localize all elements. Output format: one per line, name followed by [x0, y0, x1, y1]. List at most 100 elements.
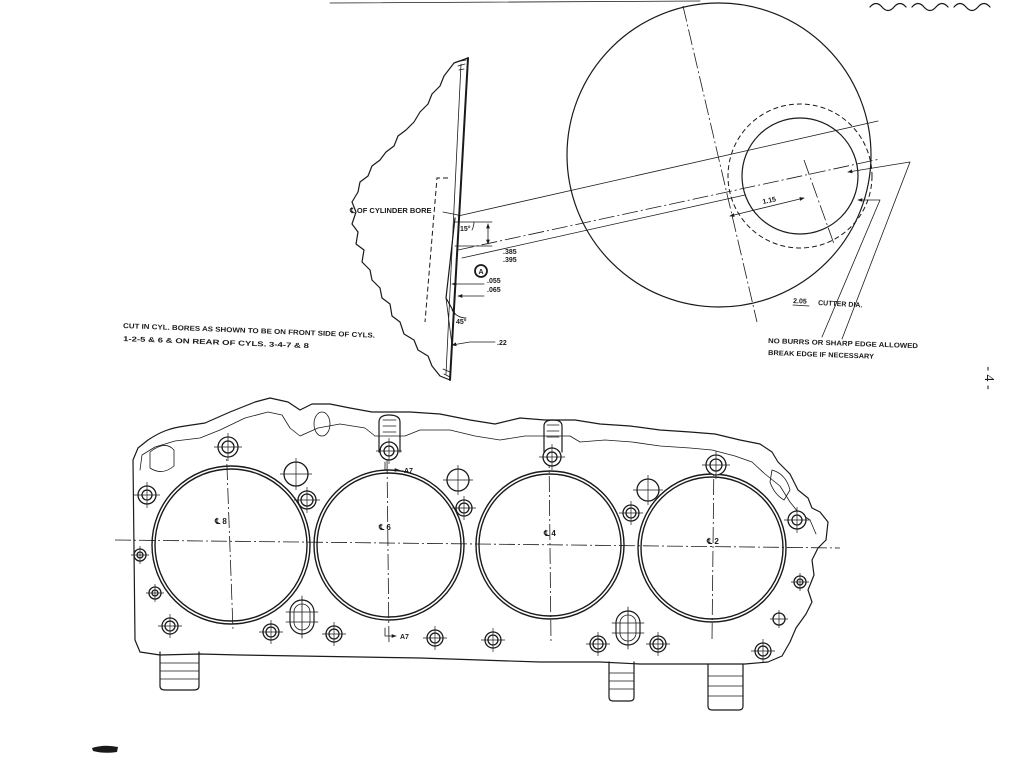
slotted-hole: [611, 606, 645, 650]
top-cavity: [313, 411, 331, 437]
note-leader-1: [821, 198, 881, 338]
dim-385-label: .385: [503, 249, 517, 256]
top-tab-left: [378, 414, 401, 453]
ink-smudge: [92, 745, 118, 753]
cylinder-2-label: ℄ 2: [706, 537, 719, 546]
bore-section-view: ℄ OF CYLINDER BORE 15° .385 .395 A .055 …: [349, 57, 517, 381]
bore-vertical-centerline: [682, 5, 758, 323]
bolt-hole: [423, 626, 447, 650]
top-hatch: [455, 59, 467, 71]
hidden-line: [424, 177, 448, 323]
bolt-hole: [146, 584, 164, 602]
angle-15-label: 15°: [460, 225, 471, 233]
angle-15-arc: [471, 221, 475, 231]
bore-wall-inner-line: [445, 63, 462, 375]
water-hole: [770, 610, 788, 628]
angle-15-extension: [454, 221, 493, 247]
bolt-hole: [784, 507, 810, 533]
slotted-hole: [285, 595, 319, 639]
dim-055-label: .055: [487, 278, 501, 285]
cutter-circle: [741, 117, 859, 235]
cutter-axis-line: [803, 159, 835, 245]
cylinder-bore-4: [475, 470, 625, 620]
dim-22-line: [451, 341, 496, 347]
cutter-centerline: [457, 158, 881, 251]
bolt-hole: [481, 628, 505, 652]
chamfer-line: [445, 297, 453, 346]
cutter-plan-view: 1.15 2.05 CUTTER DIA. NO BURRS OR SHARP …: [457, 2, 918, 361]
bolt-hole: [376, 438, 402, 464]
angle-45-arc: [451, 309, 467, 319]
bolt-hole: [214, 433, 242, 461]
edge-note-line-2: BREAK EDGE IF NECESSARY: [768, 350, 875, 361]
cutter-dia-label: CUTTER DIA.: [818, 300, 863, 309]
callout-letter: A: [478, 269, 483, 276]
bolt-hole: [791, 573, 809, 591]
bottom-tab-middle: [608, 661, 635, 702]
bore-8-centerline: [225, 439, 234, 631]
right-cavity: [769, 469, 791, 501]
dim-22-label: .22: [497, 340, 507, 347]
cutter-dia-underline: [792, 304, 810, 307]
bolt-hole: [131, 546, 149, 564]
bolt-hole: [586, 632, 610, 656]
bolt-hole: [646, 632, 670, 656]
bore-2-centerline: [711, 454, 715, 641]
cut-path-lower-line: [461, 194, 746, 259]
bore-6-centerline: [386, 457, 390, 646]
water-jacket-contour: [139, 411, 817, 535]
water-hole: [280, 458, 312, 490]
page-number: - 4 -: [981, 366, 996, 390]
cylinder-bore-8: [151, 465, 311, 625]
handwriting-fragment: [869, 2, 991, 12]
bottom-tab-left: [159, 651, 200, 691]
section-mark-top-label: A7: [404, 468, 413, 475]
bolt-hole: [322, 622, 346, 646]
section-mark-bottom-label: A7: [400, 634, 409, 641]
cylinder-6-label: ℄ 6: [378, 523, 391, 532]
callout-circle: [474, 264, 488, 278]
top-tab-right: [543, 419, 563, 453]
bolt-hole: [259, 620, 283, 644]
cutter-dia-value: 2.05: [793, 298, 807, 306]
bolt-hole: [702, 451, 730, 479]
cylinder-bore-centerline-label: ℄ OF CYLINDER BORE: [349, 206, 432, 215]
bolt-hole: [294, 487, 320, 513]
note-leader-2: [841, 161, 911, 340]
deck-outline: [132, 397, 829, 665]
cylinder-bore-circle: [566, 2, 872, 308]
cylinder-bore-6: [313, 469, 465, 621]
cut-path-upper-line: [457, 120, 879, 217]
water-hole: [443, 465, 473, 495]
bolt-hole: [158, 614, 182, 638]
cutter-clearance-circle: [727, 103, 873, 249]
cylinder-bore-2: [637, 473, 787, 623]
bottom-hatch: [442, 368, 451, 378]
bore-wall-line: [449, 57, 469, 381]
instruction-line-2: 1-2-5 & 6 & ON REAR OF CYLS. 3-4-7 & 8: [123, 336, 309, 350]
bank-centerline: [114, 539, 841, 549]
bolt-hole: [134, 482, 160, 508]
bolt-hole: [452, 496, 476, 520]
cylinder-deck-view: ℄ 8 ℄ 6 ℄ 4 ℄ 2 A7 A7: [114, 397, 841, 711]
dim-065-label: .065: [487, 287, 501, 294]
bore-4-centerline: [548, 451, 552, 643]
angle-45-label: 45°: [456, 318, 467, 326]
bolt-hole: [619, 501, 643, 525]
section-mark-top-arrow: [384, 461, 400, 472]
section-outline: [351, 57, 469, 381]
section-mark-bottom-arrow: [384, 627, 397, 638]
bottom-tab-right: [707, 663, 744, 711]
water-hole: [633, 475, 663, 505]
dim-115-line: [729, 197, 805, 217]
cylinder-4-label: ℄ 4: [543, 529, 556, 538]
dim-395-label: .395: [503, 257, 517, 264]
edge-note-line-1: NO BURRS OR SHARP EDGE ALLOWED: [768, 338, 918, 350]
corner-cavity: [149, 445, 175, 472]
top-edge-line: [329, 0, 701, 4]
bolt-hole: [751, 639, 775, 663]
dim-115-label: 1.15: [762, 196, 777, 206]
centerline-leader: [442, 211, 459, 216]
cylinder-8-label: ℄ 8: [214, 517, 227, 526]
